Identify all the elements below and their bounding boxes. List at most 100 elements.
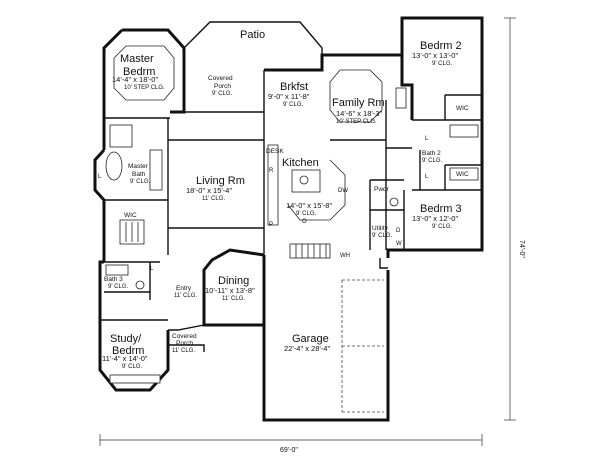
family-room-label: Family Rm 14'-6" x 18'-3" 10' STEP CLG. <box>332 97 385 125</box>
master-tub <box>105 151 123 181</box>
cooktop-burner <box>299 175 309 185</box>
svg-text:11' CLG.: 11' CLG. <box>202 196 225 202</box>
pwdr-toilet <box>389 197 399 207</box>
interior-walls <box>100 70 482 321</box>
svg-text:O: O <box>302 219 307 225</box>
svg-text:9' CLG.: 9' CLG. <box>296 211 316 217</box>
svg-text:L: L <box>150 266 154 272</box>
fixtures <box>105 45 479 384</box>
svg-text:9' CLG.: 9' CLG. <box>422 158 442 164</box>
garage-doors <box>341 279 384 413</box>
svg-text:R: R <box>269 168 274 174</box>
svg-text:14'-6" x 18'-3": 14'-6" x 18'-3" <box>336 109 382 118</box>
entry-label: Entry 11' CLG. <box>174 285 197 299</box>
study-bay <box>109 374 161 384</box>
svg-text:9' CLG.: 9' CLG. <box>283 102 303 108</box>
svg-text:13'-0" x 12'-0": 13'-0" x 12'-0" <box>412 214 458 223</box>
wic-bed2-label: WIC <box>456 105 469 112</box>
svg-text:Bedrm: Bedrm <box>123 66 155 78</box>
svg-text:Master: Master <box>120 53 154 65</box>
svg-text:Porch: Porch <box>176 340 193 347</box>
svg-text:D: D <box>396 228 401 234</box>
svg-text:P: P <box>269 222 273 228</box>
svg-text:Kitchen: Kitchen <box>282 157 319 169</box>
svg-text:Bedrm 2: Bedrm 2 <box>420 40 462 52</box>
svg-text:Utility: Utility <box>372 225 389 232</box>
dimension-lines <box>99 17 516 446</box>
svg-text:L: L <box>98 174 102 180</box>
svg-text:Master: Master <box>128 163 149 170</box>
utility-label: Utility 9' CLG. <box>372 225 392 239</box>
svg-text:WH: WH <box>340 253 350 259</box>
svg-text:22'-4" x 28'-4": 22'-4" x 28'-4" <box>284 344 330 353</box>
svg-text:Brkfst: Brkfst <box>280 81 308 93</box>
svg-text:Entry: Entry <box>176 285 192 292</box>
bath3-label: Bath 3 9' CLG. <box>104 276 128 290</box>
master-bath-label: Master Bath 9' CLG. <box>128 163 150 185</box>
fixture-markers: L L L L WH P R O DW D W <box>98 136 429 272</box>
svg-text:DW: DW <box>338 188 348 194</box>
svg-text:9' CLG.: 9' CLG. <box>212 91 232 97</box>
svg-text:11' CLG.: 11' CLG. <box>172 348 195 354</box>
desk-label: DESK <box>266 148 284 155</box>
breakfast-label: Brkfst 9'-0" x 11'-8" 9' CLG. <box>268 81 310 108</box>
master-bedroom-label: Master Bedrm 14'-4" x 18'-0" 10' STEP CL… <box>112 53 165 91</box>
fireplace <box>395 87 407 109</box>
exterior-walls <box>93 16 484 422</box>
svg-text:13'-0" x 13'-0": 13'-0" x 13'-0" <box>412 51 458 60</box>
svg-text:Garage: Garage <box>292 333 329 345</box>
svg-text:10' STEP CLG.: 10' STEP CLG. <box>124 85 165 91</box>
svg-text:W: W <box>396 241 402 247</box>
kitchen-label: Kitchen 14'-0" x 15'-8" 9' CLG. <box>282 157 332 217</box>
bedroom3-label: Bedrm 3 13'-0" x 12'-0" 9' CLG. <box>412 203 462 230</box>
svg-text:Bath 3: Bath 3 <box>104 276 123 283</box>
study-label: Study/ Bedrm 11'-4" x 14'-0" 9' CLG. <box>102 333 148 370</box>
svg-text:Study/: Study/ <box>110 333 142 345</box>
overall-depth-label: 74'-0" <box>518 240 525 258</box>
svg-text:9' CLG.: 9' CLG. <box>130 179 150 185</box>
dining-label: Dining 10'-11" x 13'-8" 11' CLG. <box>205 275 255 302</box>
svg-text:Bedrm: Bedrm <box>112 345 144 357</box>
svg-text:11' CLG.: 11' CLG. <box>222 296 245 302</box>
covered-porch-front-label: Covered Porch 11' CLG. <box>172 333 197 354</box>
svg-text:9' CLG.: 9' CLG. <box>432 224 452 230</box>
master-vanity <box>149 149 163 191</box>
svg-text:11'-4" x 14'-0": 11'-4" x 14'-0" <box>102 354 148 363</box>
bath2-label: Bath 2 9' CLG. <box>422 150 442 164</box>
svg-text:9' CLG.: 9' CLG. <box>432 61 452 67</box>
kitchen-counter <box>267 144 279 226</box>
svg-text:14'-0" x 15'-8": 14'-0" x 15'-8" <box>286 201 332 210</box>
living-room-label: Living Rm 18'-0" x 15'-4" 11' CLG. <box>186 175 245 202</box>
svg-text:Bedrm 3: Bedrm 3 <box>420 203 462 215</box>
wic-master-label: WIC <box>124 212 137 219</box>
garage-label: Garage 22'-4" x 28'-4" <box>284 333 330 353</box>
bed3-tub <box>449 167 479 181</box>
svg-text:L: L <box>425 136 429 142</box>
bath3-toilet <box>135 280 145 290</box>
svg-text:9'-0" x 11'-8": 9'-0" x 11'-8" <box>268 92 310 101</box>
bath2-tub <box>449 124 479 138</box>
patio-label: Patio <box>240 29 265 41</box>
svg-text:Dining: Dining <box>218 275 249 287</box>
svg-text:10' STEP CLG.: 10' STEP CLG. <box>336 119 377 125</box>
svg-text:10'-11" x 13'-8": 10'-11" x 13'-8" <box>205 286 255 295</box>
wic-bed3-label: WIC <box>456 171 469 178</box>
svg-text:9' CLG.: 9' CLG. <box>372 233 392 239</box>
master-shower <box>109 124 133 148</box>
svg-text:9' CLG.: 9' CLG. <box>122 364 142 370</box>
svg-text:18'-0" x 15'-4": 18'-0" x 15'-4" <box>186 186 232 195</box>
pwdr-label: Pwdr <box>374 186 390 193</box>
svg-text:9' CLG.: 9' CLG. <box>108 284 128 290</box>
svg-text:11' CLG.: 11' CLG. <box>174 293 197 299</box>
svg-text:Covered: Covered <box>172 333 197 340</box>
svg-text:Living Rm: Living Rm <box>196 175 245 187</box>
svg-text:14'-4" x 18'-0": 14'-4" x 18'-0" <box>112 75 158 84</box>
svg-text:Family Rm: Family Rm <box>332 97 385 109</box>
svg-text:Covered: Covered <box>208 75 233 82</box>
svg-text:L: L <box>425 174 429 180</box>
bedroom2-label: Bedrm 2 13'-0" x 13'-0" 9' CLG. <box>412 40 462 67</box>
svg-text:Bath: Bath <box>132 171 146 178</box>
covered-porch-top-label: Covered Porch 9' CLG. <box>208 75 233 97</box>
svg-text:Porch: Porch <box>214 83 231 90</box>
